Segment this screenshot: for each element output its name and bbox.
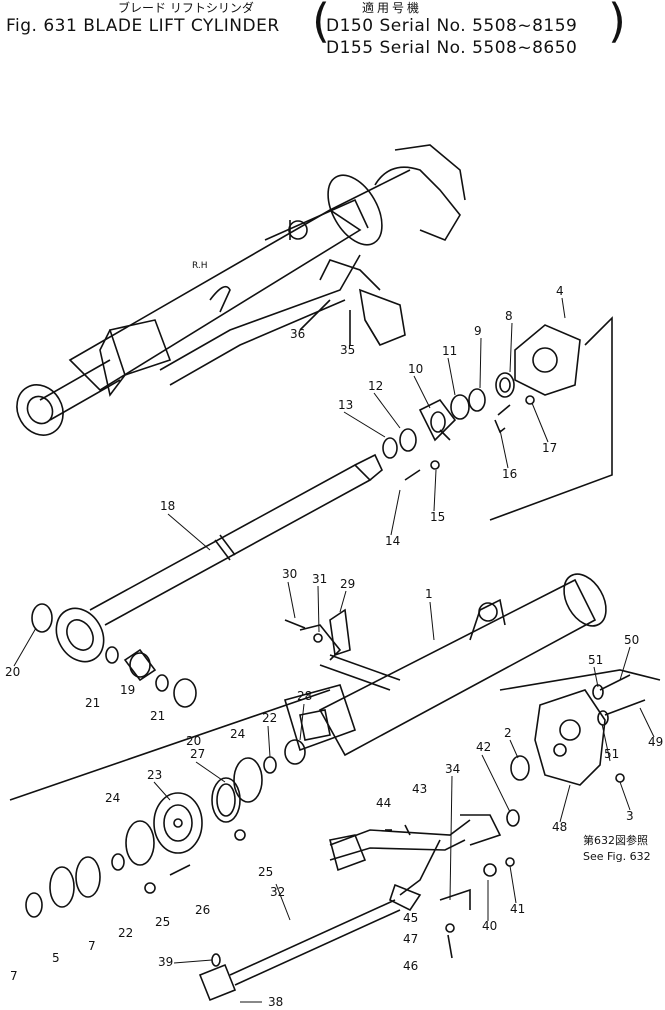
callout-labels: 4 8 9 11 10 12 13 17 16 15 14 18 36 35 3…	[5, 261, 663, 1009]
callout-36: 36	[290, 327, 305, 341]
callout-21-left: 21	[85, 696, 100, 710]
callout-12: 12	[368, 379, 383, 393]
serial-line-d150: D150 Serial No. 5508~8159	[326, 16, 578, 36]
callout-27: 27	[190, 747, 205, 761]
callout-24-lower: 24	[105, 791, 120, 805]
callout-9: 9	[474, 324, 482, 338]
callout-50: 50	[624, 633, 639, 647]
reference-japanese: 第632図参照	[583, 834, 648, 847]
callout-6: 7	[88, 939, 96, 953]
japanese-title: ブレード リフトシリンダ	[118, 1, 254, 15]
rod-end-parts	[382, 316, 613, 521]
callout-28: 28	[297, 689, 312, 703]
callout-39: 39	[158, 955, 173, 969]
figure-title: Fig. 631 BLADE LIFT CYLINDER	[6, 16, 280, 36]
callout-5: 5	[52, 951, 60, 965]
callout-46: 46	[403, 959, 418, 973]
piston-rod	[55, 453, 383, 663]
gland-parts	[31, 603, 197, 708]
callout-51-lower: 51	[604, 747, 619, 761]
callout-49: 49	[648, 735, 663, 749]
callout-35: 35	[340, 343, 355, 357]
rh-label: R.H	[192, 261, 208, 271]
callout-20-left: 20	[5, 665, 20, 679]
callout-11: 11	[442, 344, 457, 358]
callout-30: 30	[282, 567, 297, 581]
callout-24-upper: 24	[230, 727, 245, 741]
callout-34: 34	[445, 762, 460, 776]
callout-26: 26	[195, 903, 210, 917]
callout-7: 7	[10, 969, 18, 983]
cylinder-tube	[283, 573, 607, 757]
callout-51-upper: 51	[588, 653, 603, 667]
callout-38: 38	[268, 995, 283, 1009]
callout-2: 2	[504, 726, 512, 740]
callout-44: 44	[376, 796, 391, 810]
drawing-lines	[9, 144, 661, 1002]
callout-14: 14	[385, 534, 400, 548]
right-paren: )	[608, 0, 626, 48]
callout-31: 31	[312, 572, 327, 586]
callout-25-left: 25	[155, 915, 170, 929]
callout-13: 13	[338, 398, 353, 412]
callout-10: 10	[408, 362, 423, 376]
head-parts	[499, 669, 661, 786]
callout-22-upper: 22	[262, 711, 277, 725]
callout-25-right: 25	[258, 865, 273, 879]
pin-parts	[284, 608, 351, 657]
callout-42: 42	[476, 740, 491, 754]
callout-21-right: 21	[150, 709, 165, 723]
applicable-label: 適用号機	[362, 1, 423, 15]
callout-22-lower: 22	[118, 926, 133, 940]
reference-see-fig: See Fig. 632	[583, 850, 651, 863]
callout-40: 40	[482, 919, 497, 933]
piping	[9, 689, 520, 1002]
piston-parts	[25, 739, 306, 918]
callout-43: 43	[412, 782, 427, 796]
callout-8: 8	[505, 309, 513, 323]
callout-18: 18	[160, 499, 175, 513]
callout-41: 41	[510, 902, 525, 916]
callout-16: 16	[502, 467, 517, 481]
callout-3: 3	[626, 809, 634, 823]
serial-line-d155: D155 Serial No. 5508~8650	[326, 38, 578, 58]
callout-15: 15	[430, 510, 445, 524]
callout-23: 23	[147, 768, 162, 782]
callout-48: 48	[552, 820, 567, 834]
callout-17: 17	[542, 441, 557, 455]
assembled-cylinder	[16, 144, 466, 436]
callout-45: 45	[403, 911, 418, 925]
callout-32: 32	[270, 885, 285, 899]
callout-47: 47	[403, 932, 418, 946]
callout-29: 29	[340, 577, 355, 591]
callout-19: 19	[120, 683, 135, 697]
callout-20-right: 20	[186, 734, 201, 748]
callout-4: 4	[556, 284, 564, 298]
callout-leaders	[13, 297, 655, 1003]
left-paren: (	[312, 0, 330, 48]
callout-1: 1	[425, 587, 433, 601]
